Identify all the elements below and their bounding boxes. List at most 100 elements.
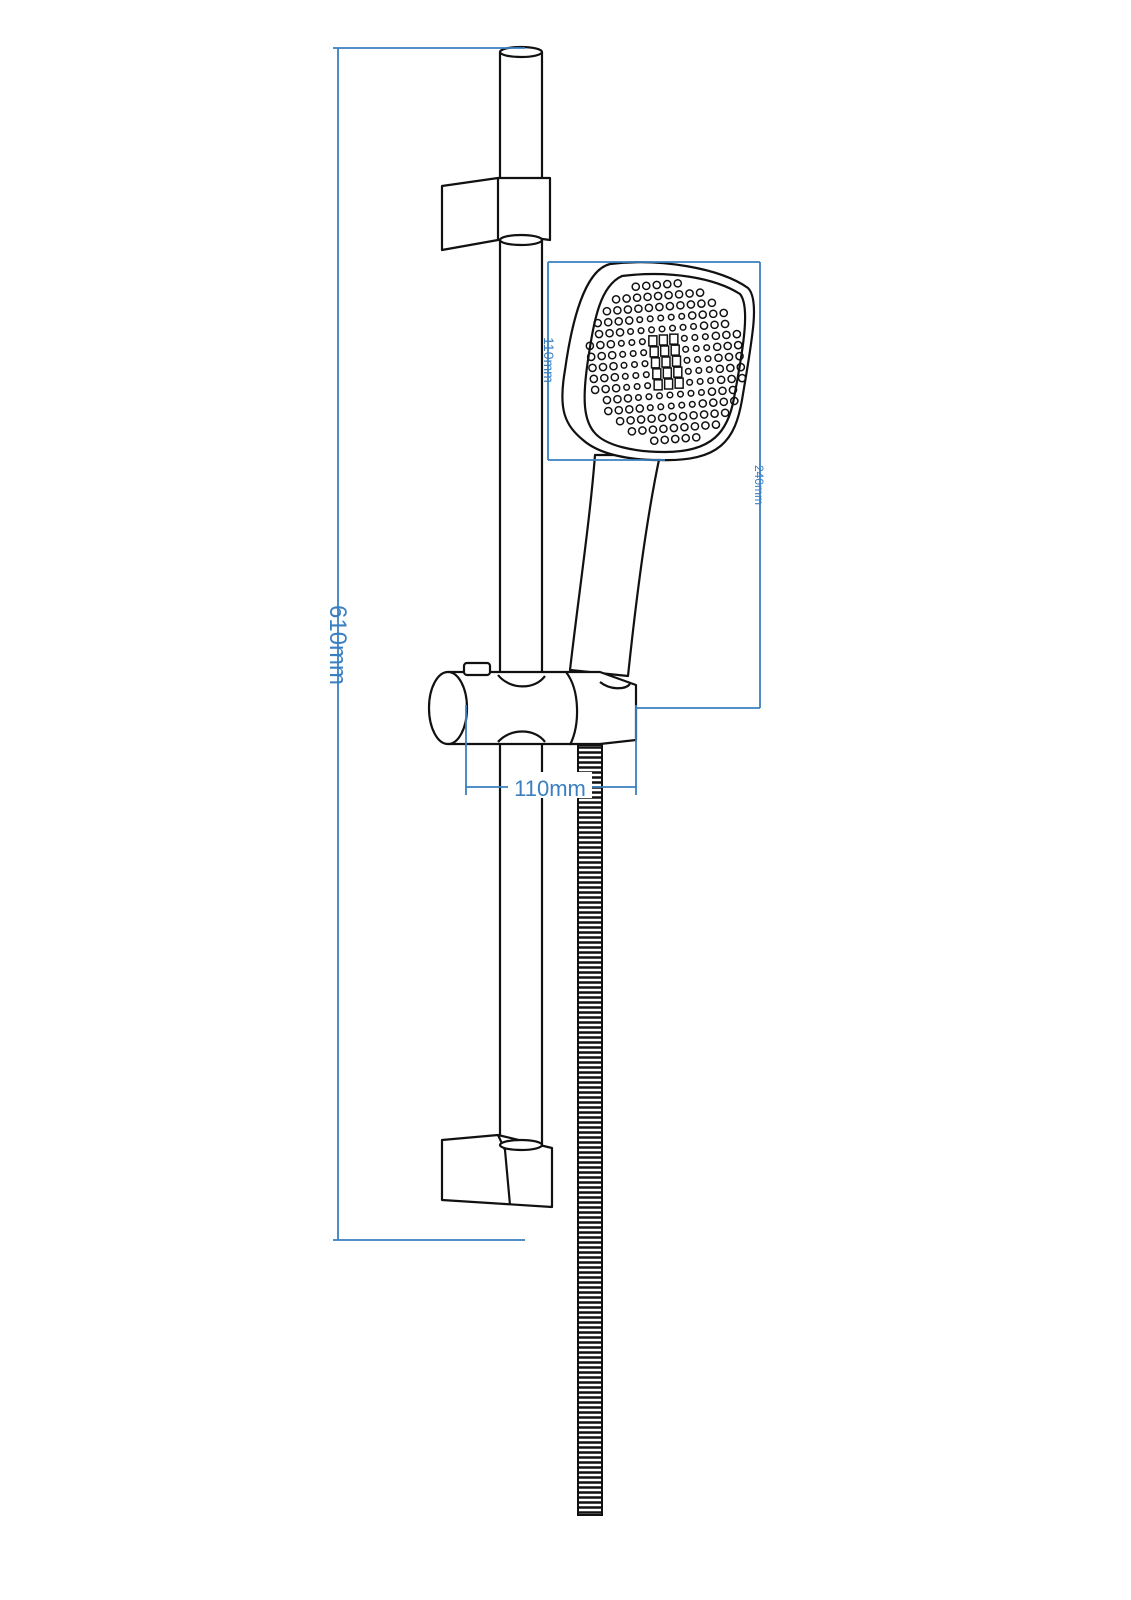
nozzle-hole: [684, 367, 692, 375]
nozzle-hole: [585, 341, 595, 351]
nozzle-hole: [714, 353, 723, 363]
nozzle-hole: [719, 397, 729, 407]
nozzle-hole: [695, 288, 705, 297]
nozzle-hole: [667, 313, 675, 321]
nozzle-hole: [725, 363, 735, 373]
nozzle-hole: [631, 282, 641, 292]
nozzle-hole: [646, 315, 654, 323]
nozzle-hole: [649, 436, 659, 446]
center-nozzle: [673, 366, 683, 378]
nozzle-hole: [697, 388, 706, 397]
nozzle-hole: [668, 412, 677, 422]
dimension-label-rail-height: 610mm: [324, 605, 351, 685]
nozzle-hole: [728, 385, 738, 395]
nozzle-hole: [593, 318, 603, 328]
nozzle-hole: [607, 350, 617, 360]
nozzle-hole: [644, 382, 652, 390]
nozzle-hole: [676, 300, 685, 310]
nozzle-hole: [711, 420, 721, 429]
nozzle-hole: [665, 301, 675, 311]
nozzle-hole: [611, 383, 621, 393]
nozzle-hole: [658, 325, 666, 333]
nozzle-hole: [724, 352, 734, 362]
nozzle-hole: [685, 289, 694, 298]
center-nozzle: [661, 356, 671, 368]
nozzle-hole: [716, 375, 726, 385]
nozzle-hole: [611, 295, 621, 304]
center-nozzle: [650, 357, 661, 369]
nozzle-hole: [614, 317, 624, 326]
nozzle-hole: [687, 389, 695, 397]
nozzle-hole: [598, 362, 608, 372]
nozzle-hole: [620, 361, 628, 369]
center-nozzle: [658, 334, 669, 346]
nozzle-hole: [622, 294, 631, 303]
rail-slider: [427, 661, 638, 746]
nozzle-hole: [696, 377, 704, 386]
nozzle-hole: [588, 363, 597, 373]
nozzle-hole: [669, 423, 679, 433]
nozzle-hole: [653, 291, 663, 301]
nozzle-hole: [641, 281, 651, 291]
nozzle-hole: [641, 360, 649, 368]
nozzle-hole: [617, 339, 625, 347]
nozzle-hole: [589, 374, 599, 384]
nozzle-hole: [699, 321, 709, 330]
nozzle-hole: [646, 404, 654, 412]
nozzle-hole: [636, 415, 646, 424]
nozzle-hole: [707, 377, 715, 385]
nozzle-hole: [638, 338, 646, 346]
nozzle-hole: [664, 290, 673, 300]
spray-nozzles: [585, 278, 747, 446]
nozzle-hole: [695, 366, 703, 375]
nozzle-hole: [637, 327, 645, 335]
nozzle-hole: [627, 427, 637, 436]
nozzle-hole: [703, 344, 711, 352]
handset: [561, 261, 756, 678]
nozzle-hole: [652, 280, 662, 290]
nozzle-hole: [655, 302, 664, 312]
nozzle-hole: [629, 349, 637, 358]
nozzle-hole: [609, 361, 618, 371]
nozzle-hole: [708, 398, 718, 407]
nozzle-hole: [729, 396, 739, 406]
nozzle-hole: [722, 330, 731, 340]
nozzle-hole: [723, 341, 733, 351]
nozzle-hole: [691, 432, 701, 442]
center-nozzle: [652, 368, 662, 380]
nozzle-hole: [699, 410, 709, 419]
nozzle-hole: [682, 345, 690, 353]
center-nozzle: [663, 378, 674, 390]
nozzle-hole: [657, 403, 665, 411]
bottom-wall-bracket: [440, 1133, 554, 1209]
nozzle-hole: [632, 371, 640, 380]
nozzle-hole: [689, 410, 698, 420]
nozzle-hole: [711, 331, 721, 341]
nozzle-hole: [626, 416, 635, 425]
nozzle-hole: [659, 424, 668, 434]
nozzle-hole: [719, 308, 729, 318]
nozzle-hole: [705, 366, 713, 374]
nozzle-hole: [687, 311, 697, 320]
nozzle-hole: [676, 390, 685, 398]
nozzle-hole: [602, 395, 612, 405]
nozzle-hole: [690, 421, 700, 431]
dimension-label-head-width: 110mm: [541, 337, 557, 383]
nozzle-hole: [678, 411, 688, 421]
nozzle-hole: [707, 387, 717, 396]
nozzle-hole: [697, 299, 706, 308]
nozzle-hole: [621, 372, 629, 380]
nozzle-hole: [590, 385, 600, 395]
nozzle-hole: [636, 316, 644, 324]
nozzle-hole: [680, 422, 689, 432]
nozzle-hole: [603, 406, 613, 416]
nozzle-hole: [693, 355, 702, 364]
nozzle-hole: [613, 306, 622, 315]
nozzle-hole: [642, 371, 650, 379]
nozzle-hole: [737, 373, 747, 383]
nozzle-hole: [632, 293, 642, 303]
nozzle-hole: [586, 352, 596, 362]
nozzle-hole: [640, 349, 648, 357]
nozzle-hole: [733, 340, 743, 350]
